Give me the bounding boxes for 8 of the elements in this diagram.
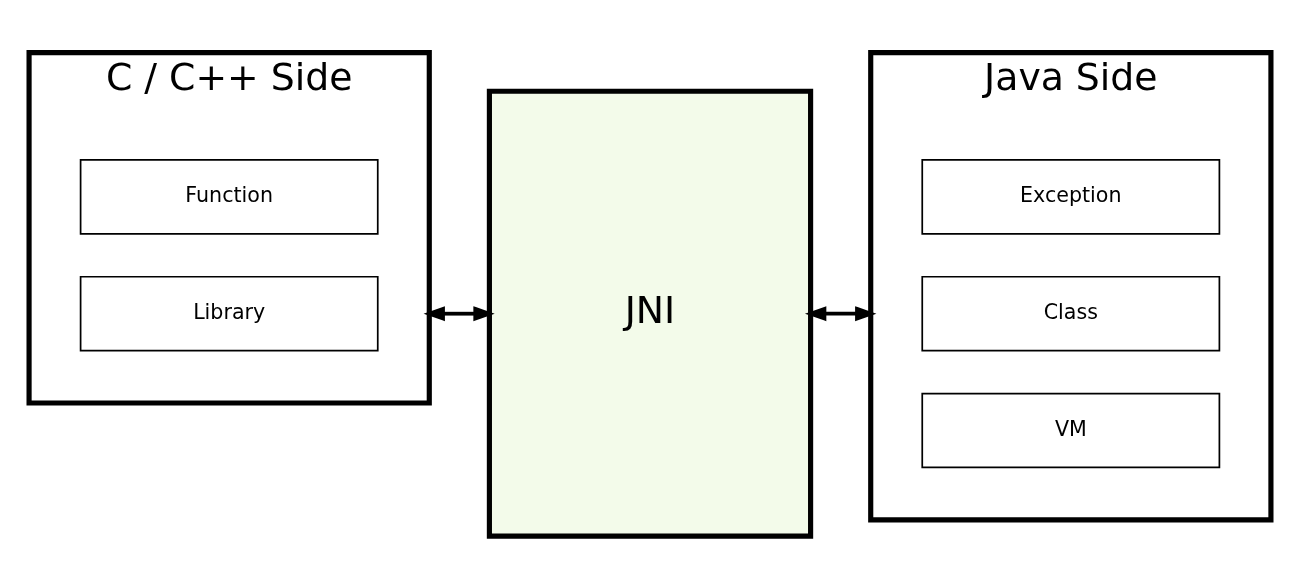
node-box: VM — [921, 392, 1221, 468]
node-box: Class — [921, 275, 1221, 351]
node-box: Exception — [921, 158, 1221, 235]
arrow — [804, 305, 877, 321]
node-box: Library — [79, 275, 379, 351]
arrow — [423, 305, 495, 321]
node-box: JNI — [486, 88, 814, 539]
node-box: Function — [79, 158, 379, 235]
